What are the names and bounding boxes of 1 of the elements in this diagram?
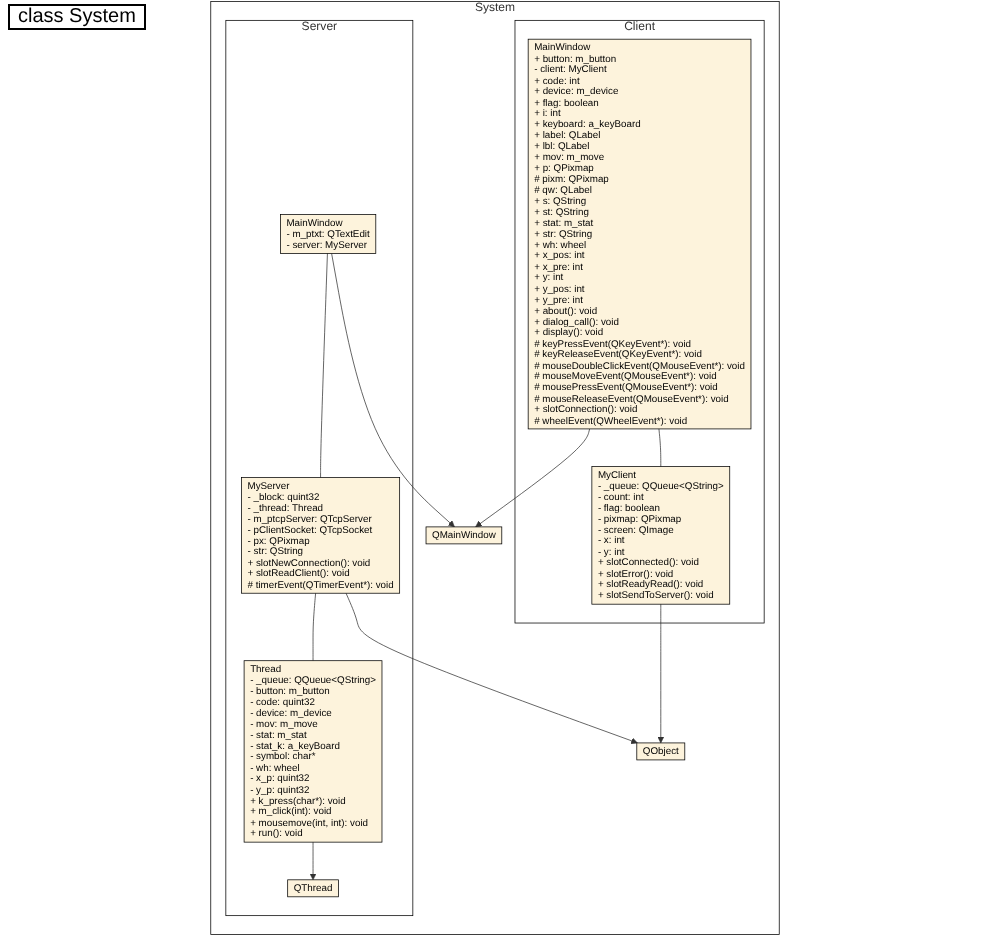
frame-label: class System xyxy=(8,4,146,30)
